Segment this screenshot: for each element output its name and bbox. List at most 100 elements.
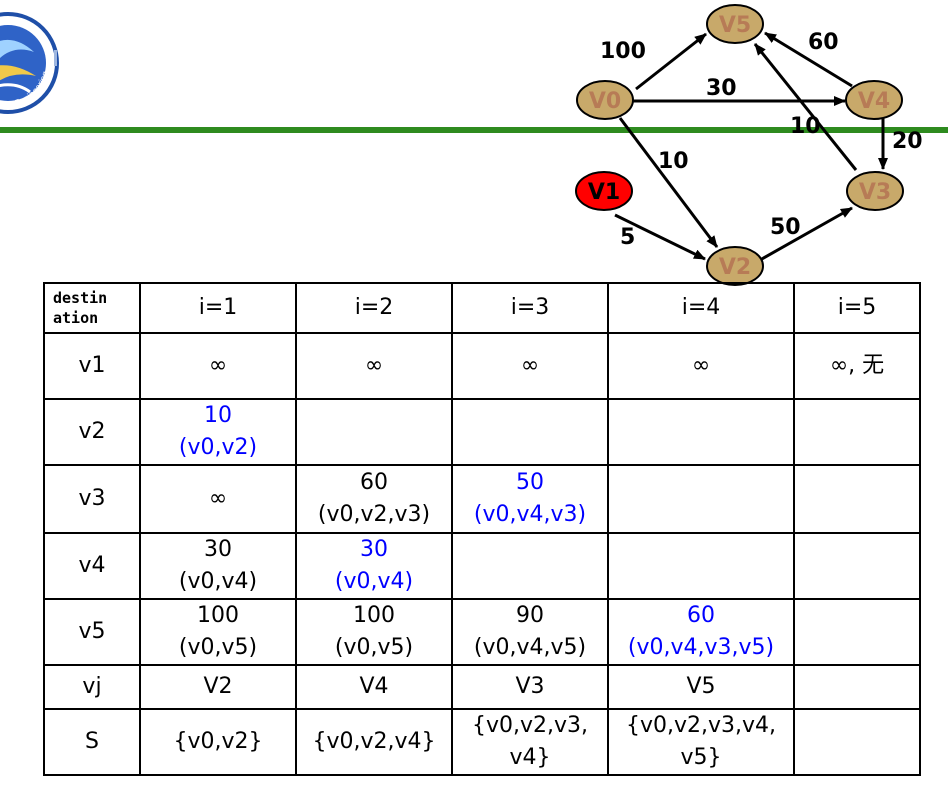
column-header: i=1 (139, 282, 297, 334)
column-header: i=3 (451, 282, 609, 334)
cell-text: 30 (360, 537, 388, 562)
table-cell: ∞ (139, 464, 297, 534)
edge-v0-v5 (635, 32, 707, 91)
weight-v2-v3: 50 (770, 215, 801, 240)
table-cell (607, 464, 795, 534)
weight-v0-v4: 30 (706, 76, 737, 101)
table-cell: 10 (v0,v2) (139, 398, 297, 466)
weight-v0-v2: 10 (658, 149, 689, 174)
cell-text: (v0,v4,v5) (473, 635, 587, 660)
cell-text: (v0,v4) (178, 569, 258, 594)
corner-header: destin ation (43, 282, 141, 334)
cell-text: {v0,v2,v4} (312, 729, 436, 754)
table-header-row: destin ation i=1 i=2 i=3 i=4 i=5 (43, 282, 921, 334)
cell-text: ∞, 无 (829, 353, 885, 378)
table-cell: V4 (295, 664, 453, 710)
row-label: v4 (43, 532, 141, 600)
table-cell (793, 464, 921, 534)
corner-line: ation (53, 309, 99, 327)
cell-text: 10 (204, 403, 232, 428)
weight-v1-v2: 5 (620, 225, 635, 250)
cell-text: 30 (204, 537, 232, 562)
cell-text: (v0,v4,v3) (473, 502, 587, 527)
table-cell: 100(v0,v5) (295, 598, 453, 666)
table-cell: ∞ (451, 332, 609, 400)
cell-text: ∞ (520, 353, 540, 378)
cell-text: v5} (680, 745, 722, 770)
cell-text: ∞ (364, 353, 384, 378)
header-rule (0, 127, 948, 133)
table-cell: ∞, 无 (793, 332, 921, 400)
cell-text: V2 (203, 674, 233, 699)
node-label-v2: V2 (719, 255, 751, 280)
node-label-v5: V5 (719, 13, 751, 38)
weight-v4-v5: 60 (808, 30, 839, 55)
row-label: v2 (43, 398, 141, 466)
edge-weights: 100 30 60 10 20 10 5 50 (600, 30, 923, 250)
cell-text: 60 (687, 603, 715, 628)
row-label: v3 (43, 464, 141, 534)
cell-text: v4} (509, 745, 551, 770)
table-row: v2 10 (v0,v2) (43, 398, 921, 466)
row-label: v5 (43, 598, 141, 666)
cell-text: {v0,v2} (173, 729, 263, 754)
cell-text: V3 (515, 674, 545, 699)
cell-text: ∞ (208, 486, 228, 511)
table-cell (793, 532, 921, 600)
cell-text: 50 (516, 470, 544, 495)
table-cell (793, 664, 921, 710)
table-cell: V5 (607, 664, 795, 710)
table-cell: {v0,v2} (139, 708, 297, 776)
column-header: i=5 (793, 282, 921, 334)
graph-edges (614, 31, 888, 262)
edge-v0-v2 (618, 117, 719, 248)
edge-v4-v5 (764, 31, 853, 88)
cell-text: {v0,v2,v3, (471, 713, 589, 738)
node-label-v1: V1 (588, 180, 620, 205)
university-emblem-icon: re Engineering (0, 12, 59, 114)
node-v2: V2 (706, 246, 764, 286)
cell-text: (v0,v4) (334, 569, 414, 594)
table-cell (451, 532, 609, 600)
table-cell: 60 (v0,v4,v3,v5) (607, 598, 795, 666)
node-v0: V0 (576, 80, 634, 120)
cell-text: (v0,v4,v3,v5) (627, 635, 775, 660)
row-label: S (43, 708, 141, 776)
edge-v3-v5 (753, 43, 858, 171)
table-cell: 50 (v0,v4,v3) (451, 464, 609, 534)
table-cell: V3 (451, 664, 609, 710)
table-cell: 30 (v0,v4) (139, 532, 297, 600)
node-v3: V3 (846, 171, 904, 211)
row-label: vj (43, 664, 141, 710)
cell-text: ∞ (208, 353, 228, 378)
node-label-v0: V0 (589, 89, 621, 114)
edge-v1-v2 (614, 213, 706, 261)
node-label-v3: V3 (859, 180, 891, 205)
dijkstra-table: destin ation i=1 i=2 i=3 i=4 i=5 v1 ∞ ∞ ∞ ∞ ∞… (43, 282, 921, 776)
graph-nodes: V5 V0 V4 V1 V3 V2 (575, 4, 904, 286)
row-label: v1 (43, 332, 141, 400)
weight-v4-v3: 20 (892, 129, 923, 154)
table-cell: {v0,v2,v3,v4,v5} (607, 708, 795, 776)
table-cell: {v0,v2,v3, v4} (451, 708, 609, 776)
node-v4: V4 (845, 80, 903, 120)
cell-text: (v0,v2,v3) (317, 502, 431, 527)
table-cell: {v0,v2,v4} (295, 708, 453, 776)
cell-text: V5 (686, 674, 716, 699)
table-cell (793, 398, 921, 466)
table-cell (295, 398, 453, 466)
cell-text: 100 (197, 603, 239, 628)
cell-text: 90 (516, 603, 544, 628)
table-cell (793, 708, 921, 776)
column-header: i=2 (295, 282, 453, 334)
cell-text: V4 (359, 674, 389, 699)
table-row: v4 30 (v0,v4) 30 (v0,v4) (43, 532, 921, 600)
cell-text: (v0,v2) (178, 435, 258, 460)
weight-v0-v5: 100 (600, 39, 646, 64)
weight-v3-v5: 10 (790, 114, 821, 139)
node-v5: V5 (706, 4, 764, 44)
table-cell: 30 (v0,v4) (295, 532, 453, 600)
table-cell: 60(v0,v2,v3) (295, 464, 453, 534)
